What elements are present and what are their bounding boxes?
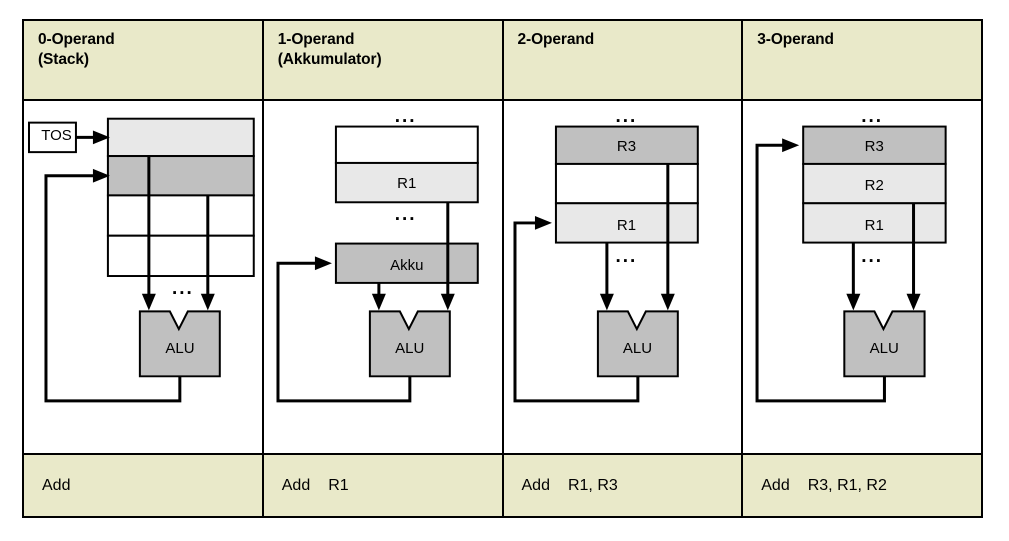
diagram-accumulator: ... R1 ... Akku ALU <box>263 101 504 453</box>
acc-alu-shape <box>368 310 451 378</box>
instruction-mnemonic: Add <box>521 476 550 494</box>
two-arrowhead-r1 <box>599 293 614 311</box>
three-cell-r1 <box>802 202 947 244</box>
diagram-three-operand: ... R3 R2 R1 ... ALU <box>743 101 981 453</box>
three-feedback-arrowhead <box>782 138 800 153</box>
two-feedback-line <box>512 221 639 403</box>
two-alu-label: ALU <box>622 340 653 357</box>
acc-alu-label: ALU <box>395 340 425 357</box>
stack-diagram-svg <box>27 117 255 403</box>
acc-ellipsis-bottom: ... <box>394 204 417 225</box>
header-line1: 2-Operand <box>517 31 595 48</box>
table-diagram-row: TOS ... ALU <box>24 101 981 455</box>
instruction-cell-1-operand: Add R1 <box>263 455 504 516</box>
header-cell-3-operand: 3-Operand <box>743 21 981 99</box>
three-alu-shape <box>843 310 926 378</box>
header-line2: (Stack) <box>38 51 89 68</box>
header-line1: 3-Operand <box>757 31 834 48</box>
two-cell-label-r3: R3 <box>616 138 637 155</box>
two-alu-shape <box>596 310 679 378</box>
diagram-two-operand: ... R3 R1 ... ALU <box>503 101 744 453</box>
two-feedback-arrowhead <box>534 216 552 230</box>
three-ellipsis-top: ... <box>861 106 884 127</box>
two-cell-r3 <box>554 125 699 165</box>
instruction-mnemonic: Add <box>42 476 71 494</box>
instruction-operands: R3, R1, R2 <box>807 476 887 494</box>
table-instruction-row: Add Add R1 Add R1, R3 Add R3, R1, R2 <box>24 455 981 516</box>
two-ellipsis-top: ... <box>615 106 638 127</box>
instruction-mnemonic: Add <box>761 476 790 494</box>
header-cell-2-operand: 2-Operand <box>503 21 744 99</box>
acc-cell-0 <box>334 125 479 164</box>
tos-arrowhead <box>92 130 110 145</box>
stack-cell-0 <box>106 117 255 158</box>
stack-cell-1 <box>106 155 255 197</box>
table-header-row: 0-Operand (Stack) 1-Operand (Akkumulator… <box>24 21 981 101</box>
instruction-operands: R1, R3 <box>567 476 618 494</box>
two-operand-diagram-svg <box>512 125 699 403</box>
instruction-mnemonic: Add <box>281 476 311 494</box>
acc-feedback-arrowhead <box>314 256 332 271</box>
two-ellipsis-bottom: ... <box>615 246 638 267</box>
akku-label: Akku <box>390 257 424 274</box>
header-cell-1-operand: 1-Operand (Akkumulator) <box>263 21 504 99</box>
stack-alu-label: ALU <box>165 340 195 357</box>
header-line1: 0-Operand <box>38 31 115 48</box>
stack-arrowhead-left <box>141 293 156 311</box>
stack-cell-3 <box>106 234 255 277</box>
acc-feedback-line <box>276 261 412 403</box>
instruction-cell-0-operand: Add <box>24 455 264 516</box>
three-cell-label-r1: R1 <box>864 217 884 234</box>
three-operand-diagram-svg <box>755 125 947 403</box>
three-cell-r3 <box>802 125 947 165</box>
header-cell-0-operand: 0-Operand (Stack) <box>24 21 264 99</box>
stack-cell-2 <box>106 194 255 237</box>
two-cell-r1 <box>554 202 699 244</box>
stack-feedback-arrowhead <box>92 168 110 183</box>
two-cell-empty <box>554 162 699 205</box>
acc-ellipsis-top: ... <box>394 106 417 127</box>
acc-memory-arrowhead <box>440 293 455 311</box>
two-arrowhead-r3 <box>660 293 675 311</box>
instruction-cell-2-operand: Add R1, R3 <box>503 455 744 516</box>
three-arrowhead-r2 <box>906 293 921 311</box>
acc-cell-label-r1: R1 <box>397 175 417 192</box>
stack-ellipsis-0: ... <box>172 278 194 299</box>
acc-cell-1 <box>334 161 479 204</box>
three-feedback-line <box>755 143 887 403</box>
stack-feedback-line <box>44 174 182 403</box>
diagram-stack: TOS ... ALU <box>24 101 264 453</box>
accumulator-diagram-svg <box>276 125 479 403</box>
header-line2: (Akkumulator) <box>277 51 382 68</box>
instruction-cell-3-operand: Add R3, R1, R2 <box>743 455 981 516</box>
instruction-operands: R1 <box>328 476 349 494</box>
acc-akku-arrowhead <box>371 293 386 311</box>
tos-label: TOS <box>41 127 72 144</box>
three-ellipsis-bottom: ... <box>861 246 884 267</box>
three-arrowhead-r1 <box>846 293 861 311</box>
three-alu-label: ALU <box>869 340 899 357</box>
stack-alu-shape <box>138 310 221 378</box>
operand-comparison-table: 0-Operand (Stack) 1-Operand (Akkumulator… <box>22 19 983 518</box>
three-cell-label-r2: R2 <box>864 177 884 194</box>
akku-register-box <box>334 242 479 284</box>
two-cell-label-r1: R1 <box>616 217 637 234</box>
three-cell-label-r3: R3 <box>864 138 884 155</box>
stack-arrowhead-right <box>200 293 215 311</box>
header-line1: 1-Operand <box>277 31 355 48</box>
